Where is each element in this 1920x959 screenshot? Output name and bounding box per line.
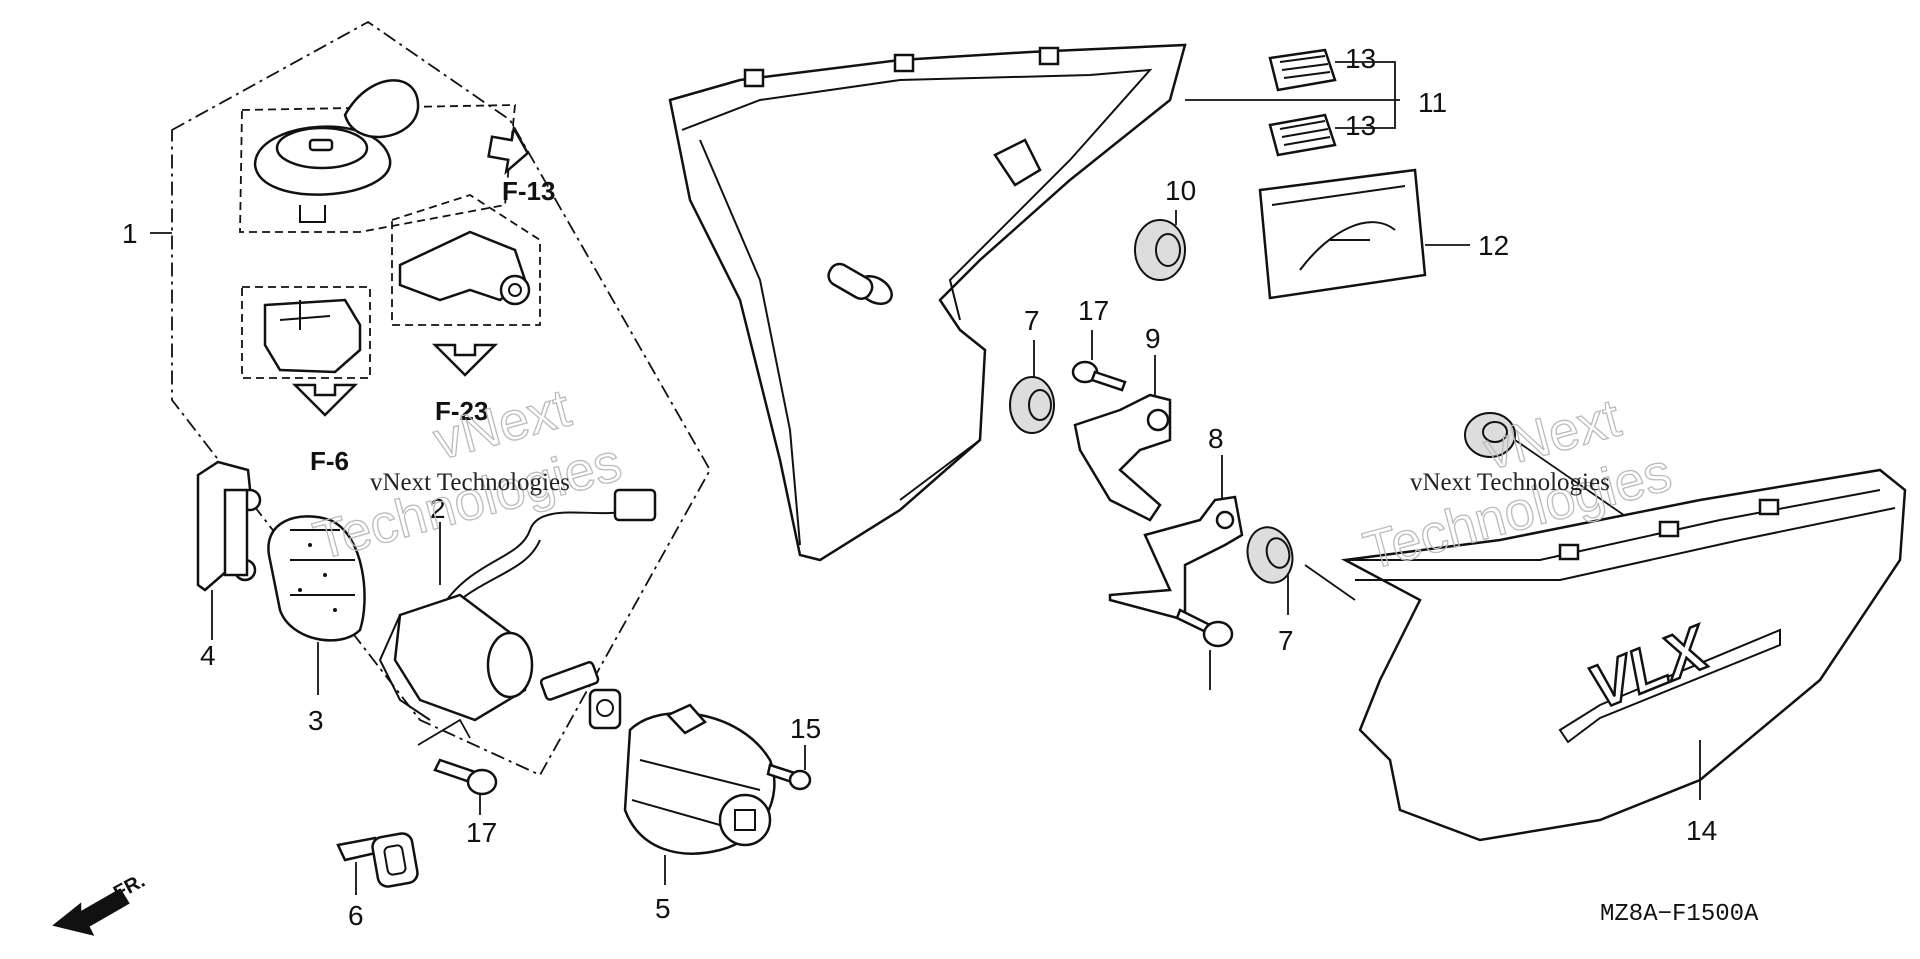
part-number-6: 6 [348, 900, 364, 931]
pad-part-13a [1268, 48, 1337, 92]
screw-part-15 [433, 758, 498, 796]
pad-part-13b [1268, 113, 1337, 157]
part-number-1: 1 [122, 218, 138, 249]
watermark-brand-small: vNext Technologies [370, 469, 570, 496]
grommet-part-7a [1009, 376, 1055, 434]
kit-boundary-outline [171, 20, 712, 777]
part-number-13a: 13 [1345, 43, 1376, 74]
switch-cover-part-3 [267, 515, 366, 642]
label-part-12 [1258, 168, 1427, 300]
bracket-part-9 [1073, 393, 1172, 522]
side-cover-left-part [668, 43, 1187, 562]
part-number-15: 17 [466, 817, 497, 848]
reference-f13: F-13 [502, 176, 555, 206]
screw-part-16 [766, 763, 812, 791]
grommet-part-8 [1134, 219, 1186, 281]
ref-arrow-f6 [291, 383, 359, 417]
part-number-11: 11 [1418, 87, 1447, 118]
fuel-cap-part [253, 79, 420, 223]
ignition-switch-part-2 [378, 488, 657, 730]
watermark-brand-small-right: vNext Technologies [1410, 469, 1610, 496]
part-number-8: 10 [1165, 175, 1196, 206]
part-number-16: 15 [790, 713, 821, 744]
switch-box [241, 286, 371, 379]
lock-housing-part-5 [623, 703, 776, 855]
part-number-9: 9 [1145, 323, 1161, 354]
part-number-7b: 7 [1278, 625, 1294, 656]
seat-lock-part [398, 230, 531, 306]
bracket-13 [1380, 61, 1396, 129]
part-number-10: 8 [1208, 423, 1224, 454]
ref-arrow-f23 [431, 343, 499, 377]
bracket-part-10 [1108, 495, 1244, 622]
fuel-cap-box [239, 104, 516, 233]
part-number-14: 14 [1686, 815, 1717, 846]
seat-lock-box [391, 194, 541, 326]
part-number-13b: 13 [1345, 110, 1376, 141]
bolt-part-17a [1071, 360, 1127, 392]
bolt-part-17b [1175, 608, 1234, 648]
ref-arrow-f13 [487, 124, 530, 175]
part-number-17a: 17 [1078, 295, 1109, 326]
bracket-part-4 [196, 460, 262, 592]
part-number-7a: 7 [1024, 305, 1040, 336]
reference-f6: F-6 [310, 446, 349, 476]
grommet-part-7b [1246, 526, 1294, 584]
leader-kit-bottom [417, 718, 471, 746]
leader-7b-to-cover [1304, 564, 1356, 601]
part-number-3: 3 [308, 705, 324, 736]
part-number-5: 5 [655, 893, 671, 924]
front-direction-arrow [52, 888, 130, 936]
side-cover-right-part-14 [1340, 468, 1907, 842]
part-number-12: 12 [1478, 230, 1509, 261]
part-number-4: 4 [200, 640, 216, 671]
grommet-right-cover [1464, 412, 1516, 458]
ignition-switch-part [263, 298, 362, 374]
diagram-code: MZ8A−F1500A [1600, 901, 1759, 928]
reference-f23: F-23 [435, 396, 488, 426]
part-number-2: 2 [430, 493, 446, 524]
key-part-6 [336, 832, 419, 888]
